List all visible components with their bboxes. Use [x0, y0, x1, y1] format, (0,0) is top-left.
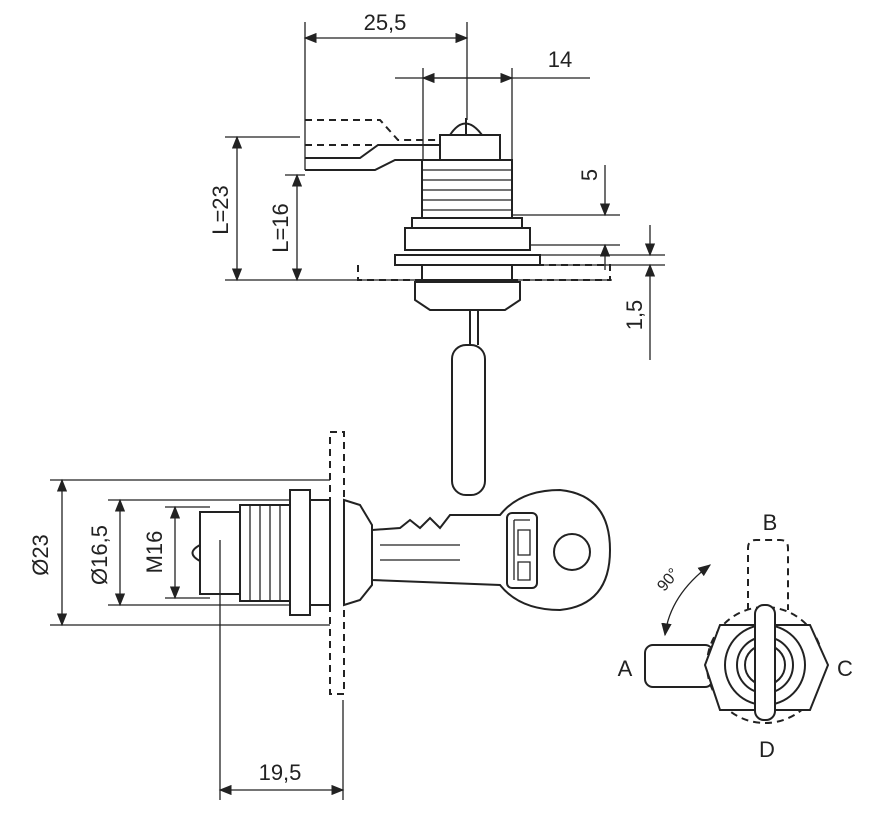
- logo: [506, 512, 538, 589]
- position-b: B: [763, 510, 778, 535]
- side-view: Ø23 Ø16,5 M16 19,5: [28, 431, 612, 800]
- dim-d16-5: Ø16,5: [87, 525, 112, 585]
- position-c: C: [837, 656, 853, 681]
- dim-1-5: 1,5: [622, 300, 647, 331]
- position-d: D: [759, 737, 775, 762]
- side-thread-lines: [249, 505, 281, 601]
- dim-5: 5: [577, 169, 602, 181]
- position-a: A: [618, 656, 633, 681]
- rotation-angle: 90°: [654, 565, 683, 594]
- thread-lines: [422, 169, 512, 211]
- dim-d23: Ø23: [28, 534, 53, 576]
- dim-19-5: 19,5: [259, 760, 302, 785]
- rotation-view: 90° A B C D: [618, 510, 853, 762]
- dim-25-5: 25,5: [364, 10, 407, 35]
- dim-l16: L=16: [268, 203, 293, 253]
- top-view: 25,5 14 L=23 L=16 5 1,5: [208, 10, 665, 496]
- dim-l23: L=23: [208, 185, 233, 235]
- dim-m16: M16: [142, 531, 167, 574]
- dim-14: 14: [548, 47, 572, 72]
